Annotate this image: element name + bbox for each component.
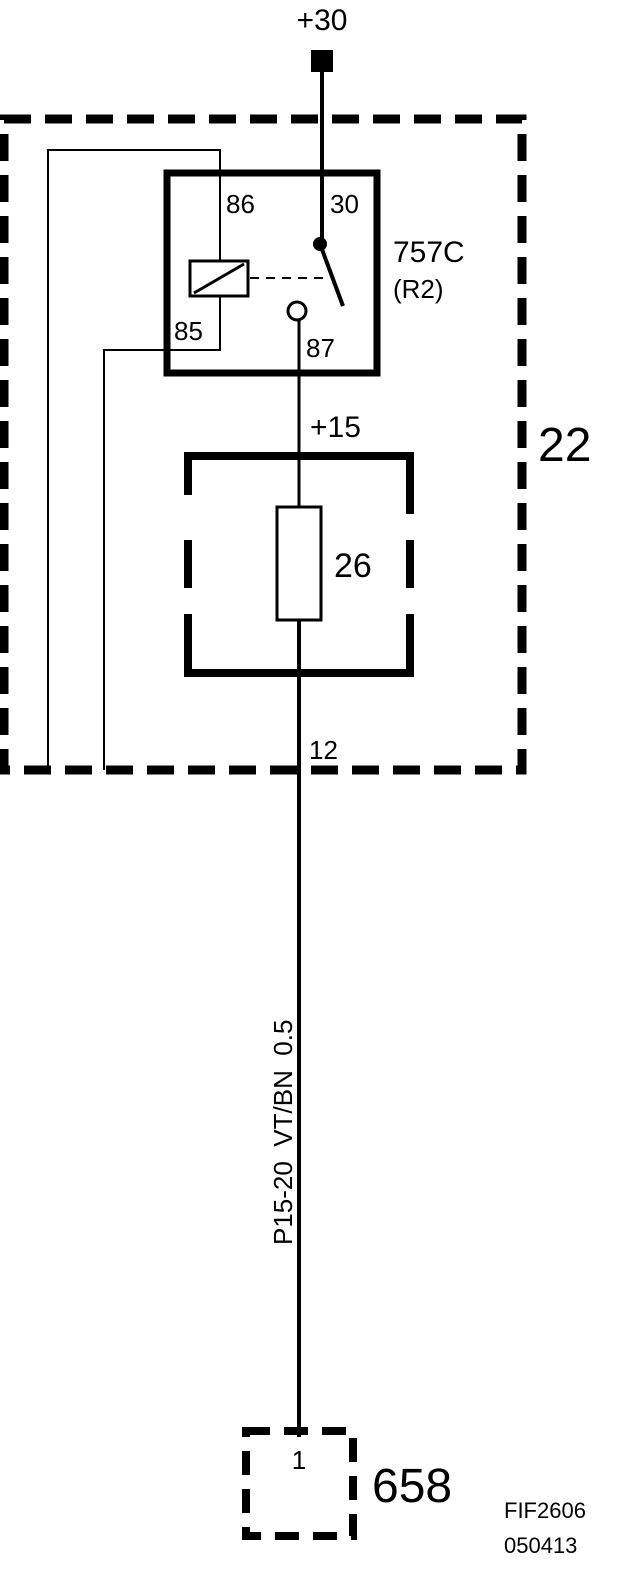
relay-pin-85: 85 xyxy=(174,316,203,346)
fusebox-label: 22 xyxy=(538,419,591,472)
wire-label: P15-20 VT/BN 0.5 xyxy=(268,1020,298,1245)
supply-terminal xyxy=(311,50,333,72)
figure-id: FIF2606 xyxy=(504,1498,586,1523)
supply-label: +30 xyxy=(297,4,348,37)
figure-date: 050413 xyxy=(504,1533,577,1558)
relay-pin-86: 86 xyxy=(226,189,255,219)
component-outline xyxy=(242,1427,357,1540)
fuse-26 xyxy=(275,505,323,622)
relay-sublabel: (R2) xyxy=(393,274,444,304)
relay-contact-87 xyxy=(286,300,308,322)
connector-pin-label: 12 xyxy=(309,735,338,765)
relay-label: 757C xyxy=(393,236,465,269)
component-label: 658 xyxy=(372,1460,452,1513)
relay-coil-diagonal xyxy=(193,262,245,295)
wire-coil-85 xyxy=(103,296,221,770)
fusebox-outline xyxy=(0,114,527,775)
relay-pin-30: 30 xyxy=(330,189,359,219)
wire-coil-86 xyxy=(47,149,221,770)
relay-switch-arm xyxy=(318,243,345,307)
fuse-holder xyxy=(184,452,414,677)
relay-pin-87: 87 xyxy=(306,333,335,363)
fuse-supply-label: +15 xyxy=(310,411,361,444)
fuse-label: 26 xyxy=(334,547,372,585)
component-pin: 1 xyxy=(292,1445,306,1475)
relay-box xyxy=(163,169,381,377)
